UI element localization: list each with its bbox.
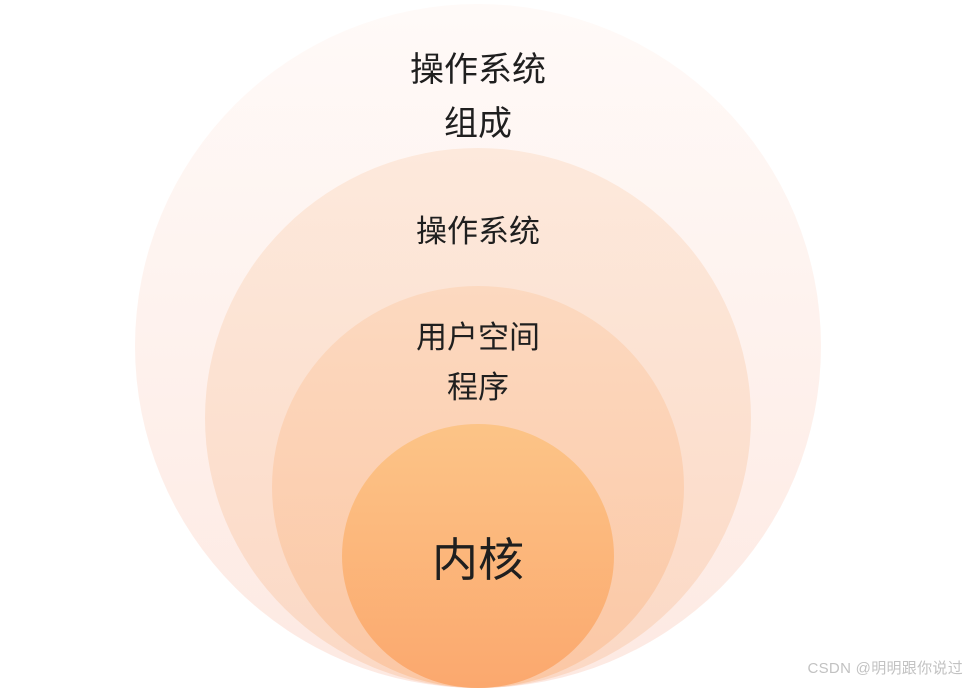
watermark-text: CSDN @明明跟你说过: [807, 660, 963, 677]
layer-kernel-circle: [342, 424, 614, 688]
label-operating-system: 操作系统: [416, 214, 540, 250]
label-user-space-line1: 用户空间: [416, 320, 540, 356]
label-os-composition-line2: 组成: [444, 104, 512, 144]
label-kernel: 内核: [432, 533, 524, 587]
label-user-space-line2: 程序: [447, 370, 509, 406]
label-os-composition-line1: 操作系统: [410, 50, 546, 90]
